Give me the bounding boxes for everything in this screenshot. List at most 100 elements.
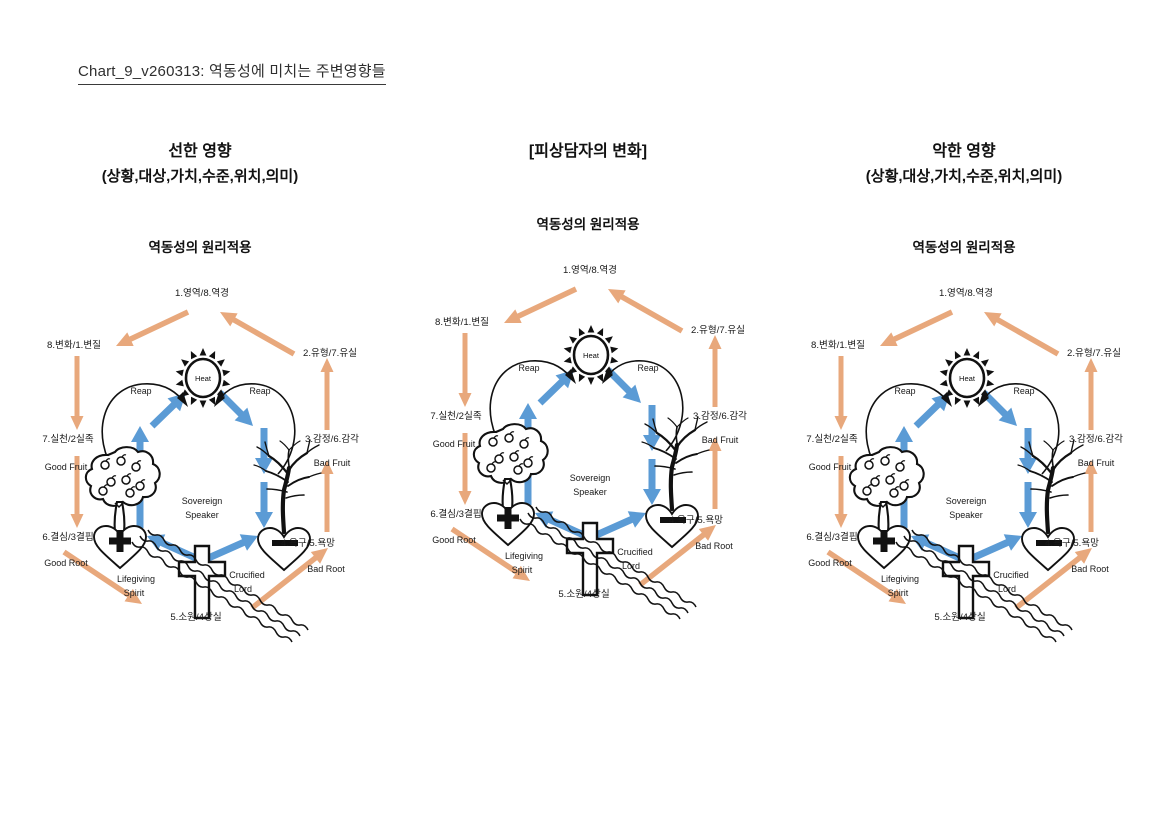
ring-label-top: 1.영역/8.역경 <box>939 287 993 299</box>
orange-arrow-bottom-left <box>450 526 530 581</box>
sublabel-bad-root: Bad Root <box>695 541 733 551</box>
orange-arrow-top-right <box>984 312 1060 357</box>
reap-label-left: Reap <box>894 386 915 396</box>
blue-arrow-bad-to-cross <box>966 534 1022 564</box>
fruitful-tree-icon <box>84 446 161 534</box>
orange-arrow-lower-right-up <box>708 436 722 509</box>
blue-arrow-bad-to-cross <box>202 534 258 564</box>
diagram-title: 역동성의 원리적용 <box>148 240 252 256</box>
ring-label-top-right: 2.유형/7.유실 <box>691 325 745 336</box>
orange-arrow-top-left <box>880 309 954 347</box>
fruitful-tree-icon <box>472 422 549 510</box>
reap-arc-left <box>489 359 575 452</box>
panel-evil-influence: 악한 영향 (상황,대상,가치,수준,위치,의미) 역동성의 원리적용 Reap… <box>776 140 1152 643</box>
crucified-lord-line2: Lord <box>234 584 252 594</box>
orange-arrow-top-left <box>504 286 578 323</box>
sovereign-speaker-line1: Sovereign <box>182 496 223 506</box>
orange-arrow-top-right <box>220 312 296 357</box>
reap-label-left: Reap <box>518 363 539 373</box>
ring-label-left: 7.실천/2실족 <box>42 434 93 445</box>
ring-label-bottom: 5.소원/4상실 <box>558 589 609 600</box>
panel-heading-line1: [피상담자의 변화] <box>528 143 648 160</box>
panel-row: 선한 영향 (상황,대상,가치,수준,위치,의미) 역동성의 원리적용 Reap… <box>0 140 1152 643</box>
blue-arrow-cross-to-good <box>911 534 966 564</box>
sublabel-good-fruit: Good Fruit <box>45 462 88 472</box>
sovereign-speaker-line2: Speaker <box>185 510 219 520</box>
lifegiving-spirit-line1: Lifegiving <box>505 551 543 561</box>
panel-counselee-change: [피상담자의 변화] 역동성의 원리적용 Reap Reap Heat 1.영역/8.… <box>400 140 776 620</box>
orange-arrow-left-down <box>458 332 472 407</box>
ring-label-bottom: 5.소원/4상실 <box>934 612 985 623</box>
heat-label: Heat <box>583 351 600 360</box>
reap-label-right: Reap <box>637 363 658 373</box>
blue-arrow-heat-to-right <box>605 367 641 403</box>
ring-label-bottom: 5.소원/4상실 <box>170 612 221 623</box>
ring-label-top-left: 8.변화/1.변질 <box>47 339 101 351</box>
ring-label-lower-left: 6.결심/3결핍 <box>42 532 93 543</box>
reap-arc-left <box>101 383 187 475</box>
blue-arrow-heat-to-right <box>981 390 1017 427</box>
crucified-lord-line1: Crucified <box>229 570 265 580</box>
fruitful-tree-icon <box>848 446 925 534</box>
blue-arrow-bad-to-cross <box>590 511 646 540</box>
orange-arrow-bottom-left <box>62 549 142 605</box>
blue-arrow-right-down-2 <box>255 482 273 529</box>
blue-arrow-left-up-1 <box>131 426 149 473</box>
heart-with-bar-icon <box>1021 527 1075 572</box>
sublabel-good-fruit: Good Fruit <box>809 462 852 472</box>
sublabel-good-root: Good Root <box>808 558 852 568</box>
ring-label-lower-left: 6.결심/3결핍 <box>430 509 481 520</box>
ring-label-top-right: 2.유형/7.유실 <box>303 348 357 359</box>
heart-with-bar-icon <box>645 503 699 549</box>
sublabel-good-fruit: Good Fruit <box>433 439 476 449</box>
crucified-lord-line1: Crucified <box>617 547 653 557</box>
ring-label-lower-right: 4.욕구/5.욕망 <box>281 538 335 549</box>
orange-arrow-lower-right-up <box>320 460 334 533</box>
sublabel-bad-fruit: Bad Fruit <box>314 458 351 468</box>
sovereign-speaker-line1: Sovereign <box>570 473 611 483</box>
orange-arrow-bottom-right <box>638 524 716 587</box>
blue-arrow-cross-to-good <box>147 534 202 564</box>
blue-arrow-up-to-heat <box>913 393 950 429</box>
ring-label-top: 1.영역/8.역경 <box>175 287 229 299</box>
reap-label-right: Reap <box>1013 386 1034 396</box>
orange-arrow-right-up <box>1084 358 1098 431</box>
orange-arrow-lower-left-down <box>70 456 84 529</box>
sublabel-good-root: Good Root <box>432 535 476 545</box>
orange-arrow-top-left <box>116 309 190 347</box>
orange-arrow-lower-right-up <box>1084 460 1098 533</box>
panel-heading: 악한 영향 (상황,대상,가치,수준,위치,의미) <box>776 140 1152 188</box>
sun-heat-icon: Heat <box>563 324 619 385</box>
ring-label-left: 7.실천/2실족 <box>430 411 481 422</box>
sublabel-bad-root: Bad Root <box>307 564 345 574</box>
page-title: Chart_9_v260313: 역동성에 미치는 주변영향들 <box>78 60 386 85</box>
heart-with-bar-icon <box>257 527 311 572</box>
ring-label-top: 1.영역/8.역경 <box>563 264 617 276</box>
orange-arrow-left-down <box>70 356 84 431</box>
heart-with-cross-icon <box>481 501 535 547</box>
sovereign-speaker-line2: Speaker <box>573 487 607 497</box>
sublabel-bad-root: Bad Root <box>1071 564 1109 574</box>
orange-arrow-bottom-left <box>826 549 906 605</box>
wavy-lines-icon <box>895 529 1073 643</box>
sovereign-speaker-line2: Speaker <box>949 510 983 520</box>
orange-arrow-right-up <box>320 358 334 431</box>
orange-arrow-right-up <box>708 334 722 407</box>
panel-heading-line2: (상황,대상,가치,수준,위치,의미) <box>101 167 299 185</box>
wavy-lines-icon <box>519 506 697 620</box>
panel-good-influence: 선한 영향 (상황,대상,가치,수준,위치,의미) 역동성의 원리적용 Reap… <box>0 140 400 643</box>
lifegiving-spirit-line1: Lifegiving <box>117 574 155 584</box>
diagram-title: 역동성의 원리적용 <box>536 216 640 232</box>
sublabel-bad-fruit: Bad Fruit <box>702 435 739 445</box>
blue-arrow-up-to-heat <box>537 369 574 406</box>
panel-heading: [피상담자의 변화] <box>400 140 776 165</box>
reap-arc-left <box>865 383 951 475</box>
orange-arrow-left-down <box>834 356 848 431</box>
